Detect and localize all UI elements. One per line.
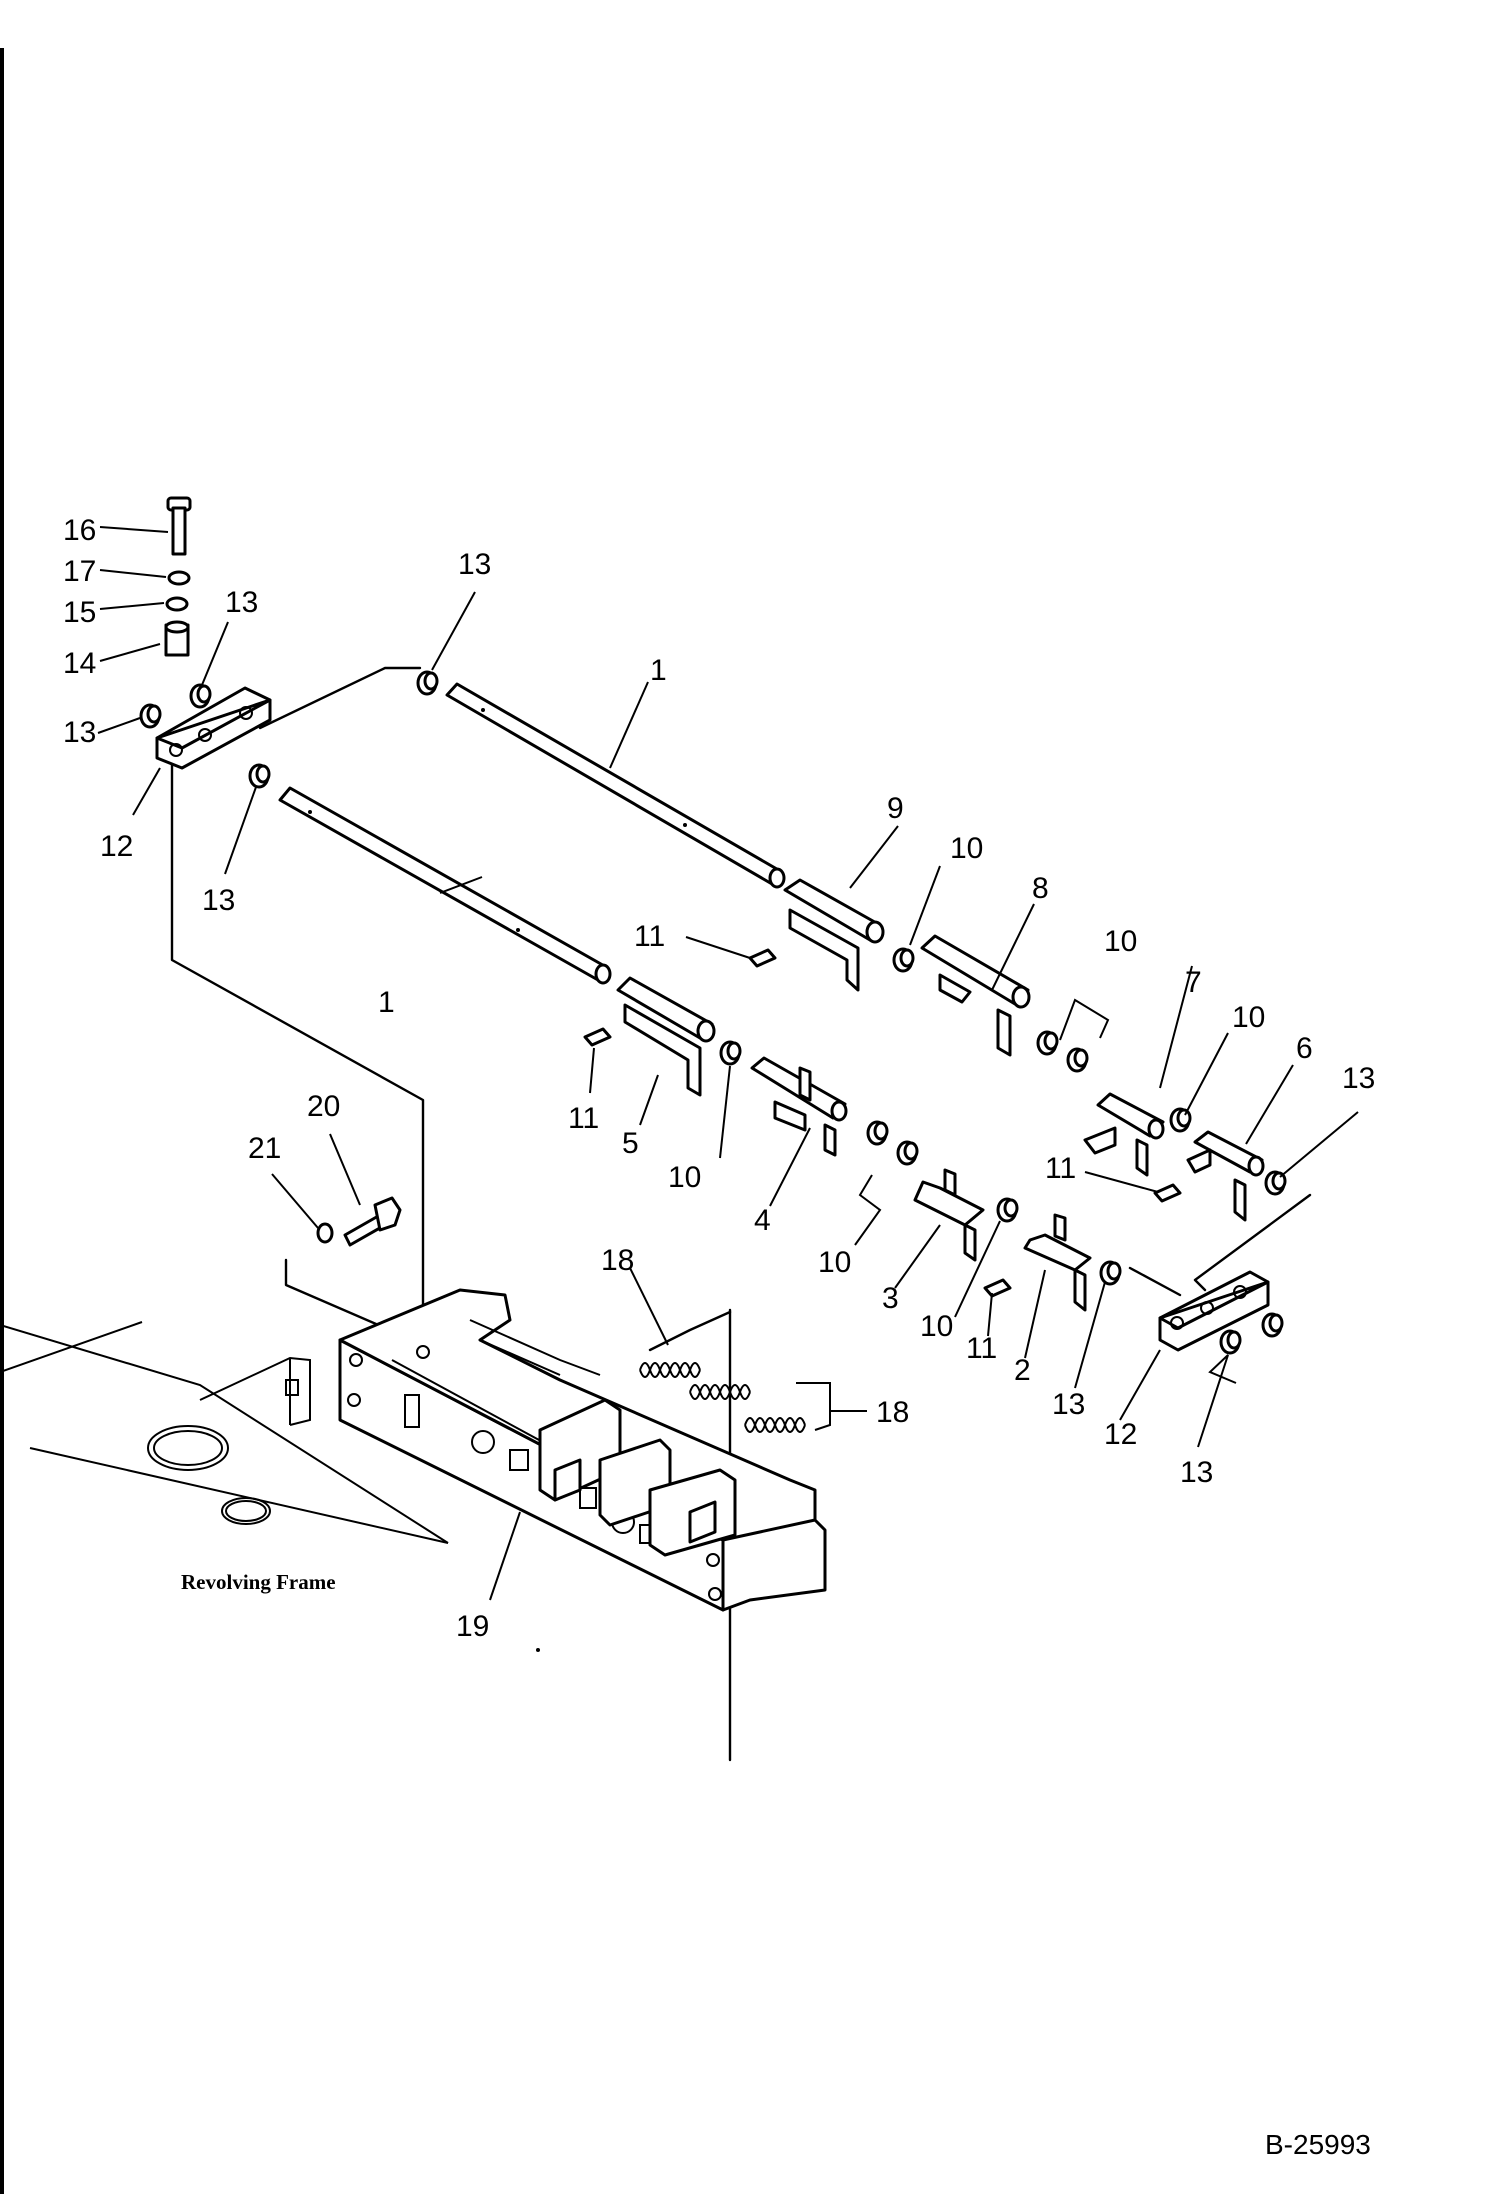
frame-label: Revolving Frame bbox=[181, 1570, 336, 1594]
lever-8 bbox=[920, 934, 1031, 1057]
callout-21: 21 bbox=[248, 1132, 281, 1165]
callout-20: 20 bbox=[307, 1090, 340, 1123]
bushing-13 bbox=[1219, 1329, 1242, 1355]
callout-11: 11 bbox=[966, 1332, 997, 1365]
block-12-left bbox=[155, 686, 272, 770]
bushing-13 bbox=[248, 763, 271, 789]
callout-8: 8 bbox=[1032, 872, 1049, 905]
frame-border-line bbox=[0, 48, 4, 2194]
callout-9: 9 bbox=[887, 792, 904, 825]
callout-13: 13 bbox=[1342, 1062, 1375, 1095]
spacer-10 bbox=[1036, 1030, 1059, 1056]
callout-5: 5 bbox=[622, 1127, 639, 1160]
callout-13: 13 bbox=[1052, 1388, 1085, 1421]
spacer-10 bbox=[866, 1120, 889, 1146]
callout-18: 18 bbox=[876, 1396, 909, 1429]
callout-6: 6 bbox=[1296, 1032, 1313, 1065]
lever-9 bbox=[783, 878, 885, 992]
washer-17 bbox=[167, 570, 191, 586]
shaft-1-lower bbox=[278, 786, 612, 985]
pins bbox=[583, 948, 1182, 1298]
callout-10: 10 bbox=[1104, 925, 1137, 958]
lever-2 bbox=[1023, 1213, 1092, 1312]
callout-11: 11 bbox=[634, 920, 665, 953]
bushing-13 bbox=[1099, 1260, 1122, 1286]
washer-21 bbox=[316, 1222, 334, 1244]
bolt-16 bbox=[166, 496, 192, 556]
pin-11 bbox=[583, 1027, 612, 1047]
lever-7 bbox=[1083, 1092, 1165, 1177]
callout-3: 3 bbox=[882, 1282, 899, 1315]
bushing-13 bbox=[189, 683, 212, 709]
callout-11: 11 bbox=[1045, 1152, 1076, 1185]
shaft-1-upper bbox=[445, 682, 786, 889]
collar-14 bbox=[164, 620, 190, 657]
callout-15: 15 bbox=[63, 596, 96, 629]
lever-5 bbox=[616, 976, 716, 1097]
callout-2: 2 bbox=[1014, 1354, 1031, 1387]
stray-dot bbox=[536, 1648, 540, 1652]
callout-12: 12 bbox=[1104, 1418, 1137, 1451]
washer-15 bbox=[165, 596, 189, 612]
callout-7: 7 bbox=[1185, 966, 1202, 999]
callout-18: 18 bbox=[601, 1244, 634, 1277]
spacer-10 bbox=[1169, 1107, 1192, 1133]
callout-10: 10 bbox=[1232, 1001, 1265, 1034]
callouts: 16 17 15 14 13 13 12 13 13 1 1 9 10 11 8… bbox=[63, 514, 1375, 1643]
spacer-10 bbox=[1066, 1047, 1089, 1073]
lever-3 bbox=[913, 1168, 985, 1262]
bushings bbox=[139, 670, 1287, 1355]
assembly-lines bbox=[170, 666, 1312, 1762]
bushing-13 bbox=[1264, 1170, 1287, 1196]
lever-4 bbox=[750, 1056, 848, 1157]
lever-6 bbox=[1186, 1130, 1265, 1222]
callout-13: 13 bbox=[225, 586, 258, 619]
pin-11 bbox=[748, 948, 777, 968]
callout-4: 4 bbox=[754, 1204, 771, 1237]
spacers bbox=[719, 947, 1192, 1223]
callout-16: 16 bbox=[63, 514, 96, 547]
bolt-20 bbox=[343, 1196, 402, 1247]
spring-18 bbox=[689, 1384, 751, 1400]
spring-18 bbox=[639, 1362, 701, 1378]
spacer-10 bbox=[896, 1140, 919, 1166]
drawing-number: B-25993 bbox=[1265, 2129, 1371, 2160]
callout-13: 13 bbox=[202, 884, 235, 917]
callout-13: 13 bbox=[458, 548, 491, 581]
bushing-13 bbox=[416, 670, 439, 696]
callout-13: 13 bbox=[1180, 1456, 1213, 1489]
bracket-19 bbox=[338, 1288, 827, 1612]
callout-14: 14 bbox=[63, 647, 96, 680]
spacer-10 bbox=[892, 947, 915, 973]
callout-1: 1 bbox=[378, 986, 395, 1019]
callout-13: 13 bbox=[63, 716, 96, 749]
callout-1: 1 bbox=[650, 654, 667, 687]
callout-17: 17 bbox=[63, 555, 96, 588]
spring-18 bbox=[744, 1417, 806, 1433]
pin-11 bbox=[1153, 1183, 1182, 1203]
spacer-10 bbox=[996, 1197, 1019, 1223]
callout-10: 10 bbox=[668, 1161, 701, 1194]
pin-11 bbox=[983, 1278, 1012, 1298]
bushing-13 bbox=[1261, 1312, 1284, 1338]
callout-19: 19 bbox=[456, 1610, 489, 1643]
revolving-frame: Revolving Frame bbox=[0, 1321, 449, 1594]
callout-12: 12 bbox=[100, 830, 133, 863]
callout-10: 10 bbox=[818, 1246, 851, 1279]
bushing-13 bbox=[139, 703, 162, 729]
block-12-right bbox=[1158, 1270, 1270, 1352]
spacer-10 bbox=[719, 1040, 742, 1066]
callout-10: 10 bbox=[920, 1310, 953, 1343]
callout-11: 11 bbox=[568, 1102, 599, 1135]
leader-lines bbox=[97, 526, 1359, 1601]
callout-10: 10 bbox=[950, 832, 983, 865]
